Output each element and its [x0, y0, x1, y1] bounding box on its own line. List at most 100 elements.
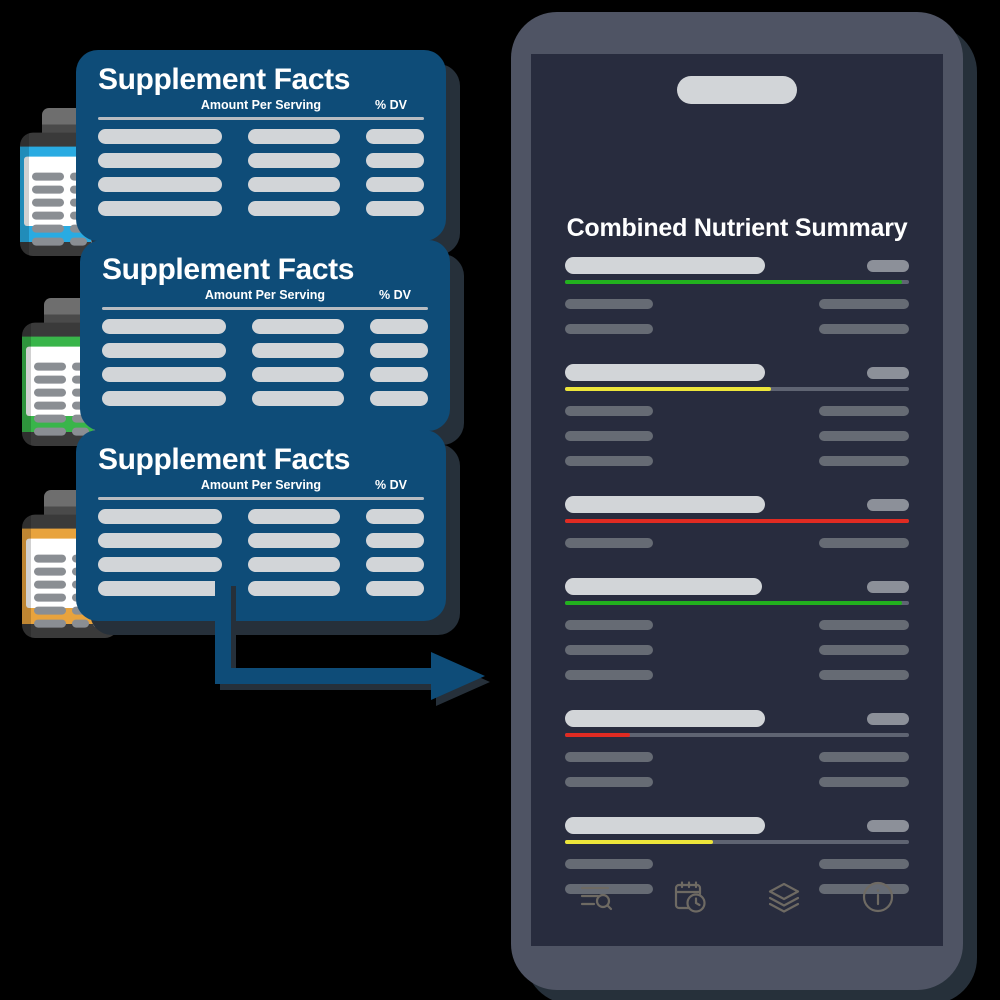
status-badge — [867, 819, 909, 832]
detail-value-placeholder — [819, 752, 909, 762]
nutrient-detail-row — [565, 406, 909, 416]
detail-label-placeholder — [565, 299, 653, 309]
nutrient-detail-row — [565, 752, 909, 762]
card-title: Supplement Facts — [98, 443, 350, 476]
dv-placeholder — [366, 508, 424, 524]
card-title: Supplement Facts — [98, 63, 350, 96]
progress-track — [565, 387, 909, 391]
detail-label-placeholder — [565, 859, 653, 869]
detail-value-placeholder — [819, 538, 909, 548]
nutrient-detail-row — [565, 431, 909, 441]
amount-placeholder — [248, 128, 340, 144]
detail-value-placeholder — [819, 645, 909, 655]
nutrient-group[interactable] — [531, 496, 943, 548]
nutrient-name-placeholder — [565, 817, 765, 834]
progress-fill — [565, 601, 903, 605]
nutrient-name-placeholder — [98, 176, 222, 192]
nutrient-row — [98, 176, 424, 192]
nutrient-row — [98, 152, 424, 168]
nutrient-name-placeholder — [565, 578, 762, 595]
nutrient-detail-row — [565, 456, 909, 466]
detail-value-placeholder — [819, 324, 909, 334]
nutrient-group[interactable] — [531, 578, 943, 680]
supplement-facts-card: Supplement Facts Amount Per Serving % DV — [76, 50, 446, 241]
nutrient-name-placeholder — [102, 318, 226, 334]
nutrient-name-placeholder — [565, 257, 765, 274]
nutrient-group[interactable] — [531, 257, 943, 334]
nutrient-group[interactable] — [531, 710, 943, 787]
nutrient-detail-row — [565, 538, 909, 548]
detail-label-placeholder — [565, 884, 653, 894]
progress-fill — [565, 280, 903, 284]
nutrient-row — [98, 556, 424, 572]
amount-placeholder — [252, 342, 344, 358]
detail-label-placeholder — [565, 456, 653, 466]
nutrient-detail-row — [565, 884, 909, 894]
nutrient-name-placeholder — [98, 508, 222, 524]
nutrient-row — [98, 508, 424, 524]
detail-value-placeholder — [819, 859, 909, 869]
nutrient-group[interactable] — [531, 364, 943, 466]
status-badge — [867, 712, 909, 725]
nutrient-row — [98, 532, 424, 548]
column-header-amount: Amount Per Serving — [200, 477, 322, 492]
group-spacer — [531, 787, 943, 817]
group-spacer — [531, 680, 943, 710]
nutrient-row — [98, 580, 424, 596]
nutrient-group-header — [565, 710, 909, 727]
amount-placeholder — [248, 532, 340, 548]
nutrient-name-placeholder — [565, 496, 765, 513]
info-circle-icon[interactable] — [851, 870, 905, 924]
dv-placeholder — [366, 176, 424, 192]
nutrient-name-placeholder — [98, 152, 222, 168]
column-headers: Amount Per Serving % DV — [98, 478, 424, 492]
detail-label-placeholder — [565, 431, 653, 441]
detail-label-placeholder — [565, 406, 653, 416]
column-header-amount: Amount Per Serving — [200, 97, 322, 112]
progress-track — [565, 280, 909, 284]
amount-placeholder — [248, 556, 340, 572]
header-divider — [102, 306, 428, 310]
detail-label-placeholder — [565, 538, 653, 548]
detail-label-placeholder — [565, 752, 653, 762]
phone-speaker-notch — [677, 76, 797, 104]
column-headers: Amount Per Serving % DV — [102, 288, 428, 302]
detail-value-placeholder — [819, 431, 909, 441]
calendar-clock-icon[interactable] — [663, 870, 717, 924]
progress-fill — [565, 840, 713, 844]
nutrient-name-placeholder — [98, 580, 222, 596]
nutrient-summary-list — [531, 257, 943, 924]
column-header-dv: % DV — [375, 97, 407, 112]
amount-placeholder — [248, 200, 340, 216]
nutrient-group[interactable] — [531, 817, 943, 894]
nutrient-detail-row — [565, 777, 909, 787]
phone-screen: Combined Nutrient Summary — [531, 54, 943, 946]
amount-placeholder — [252, 366, 344, 382]
dv-placeholder — [370, 390, 428, 406]
nutrient-detail-row — [565, 324, 909, 334]
nutrient-name-placeholder — [102, 342, 226, 358]
nutrient-name-placeholder — [565, 364, 765, 381]
detail-label-placeholder — [565, 670, 653, 680]
supplement-facts-card: Supplement Facts Amount Per Serving % DV — [76, 430, 446, 621]
phone-mockup: Combined Nutrient Summary — [511, 12, 963, 990]
dv-placeholder — [366, 532, 424, 548]
dv-placeholder — [366, 128, 424, 144]
dv-placeholder — [366, 152, 424, 168]
nutrient-row — [102, 366, 428, 382]
dv-placeholder — [370, 366, 428, 382]
nutrient-detail-row — [565, 620, 909, 630]
nutrient-group-header — [565, 364, 909, 381]
progress-track — [565, 601, 909, 605]
nutrient-name-placeholder — [102, 390, 226, 406]
detail-value-placeholder — [819, 406, 909, 416]
layers-icon[interactable] — [757, 870, 811, 924]
list-search-icon[interactable] — [569, 870, 623, 924]
group-spacer — [531, 334, 943, 364]
amount-placeholder — [248, 508, 340, 524]
detail-value-placeholder — [819, 884, 909, 894]
dv-placeholder — [366, 580, 424, 596]
page-title: Combined Nutrient Summary — [566, 214, 908, 242]
nutrient-name-placeholder — [102, 366, 226, 382]
